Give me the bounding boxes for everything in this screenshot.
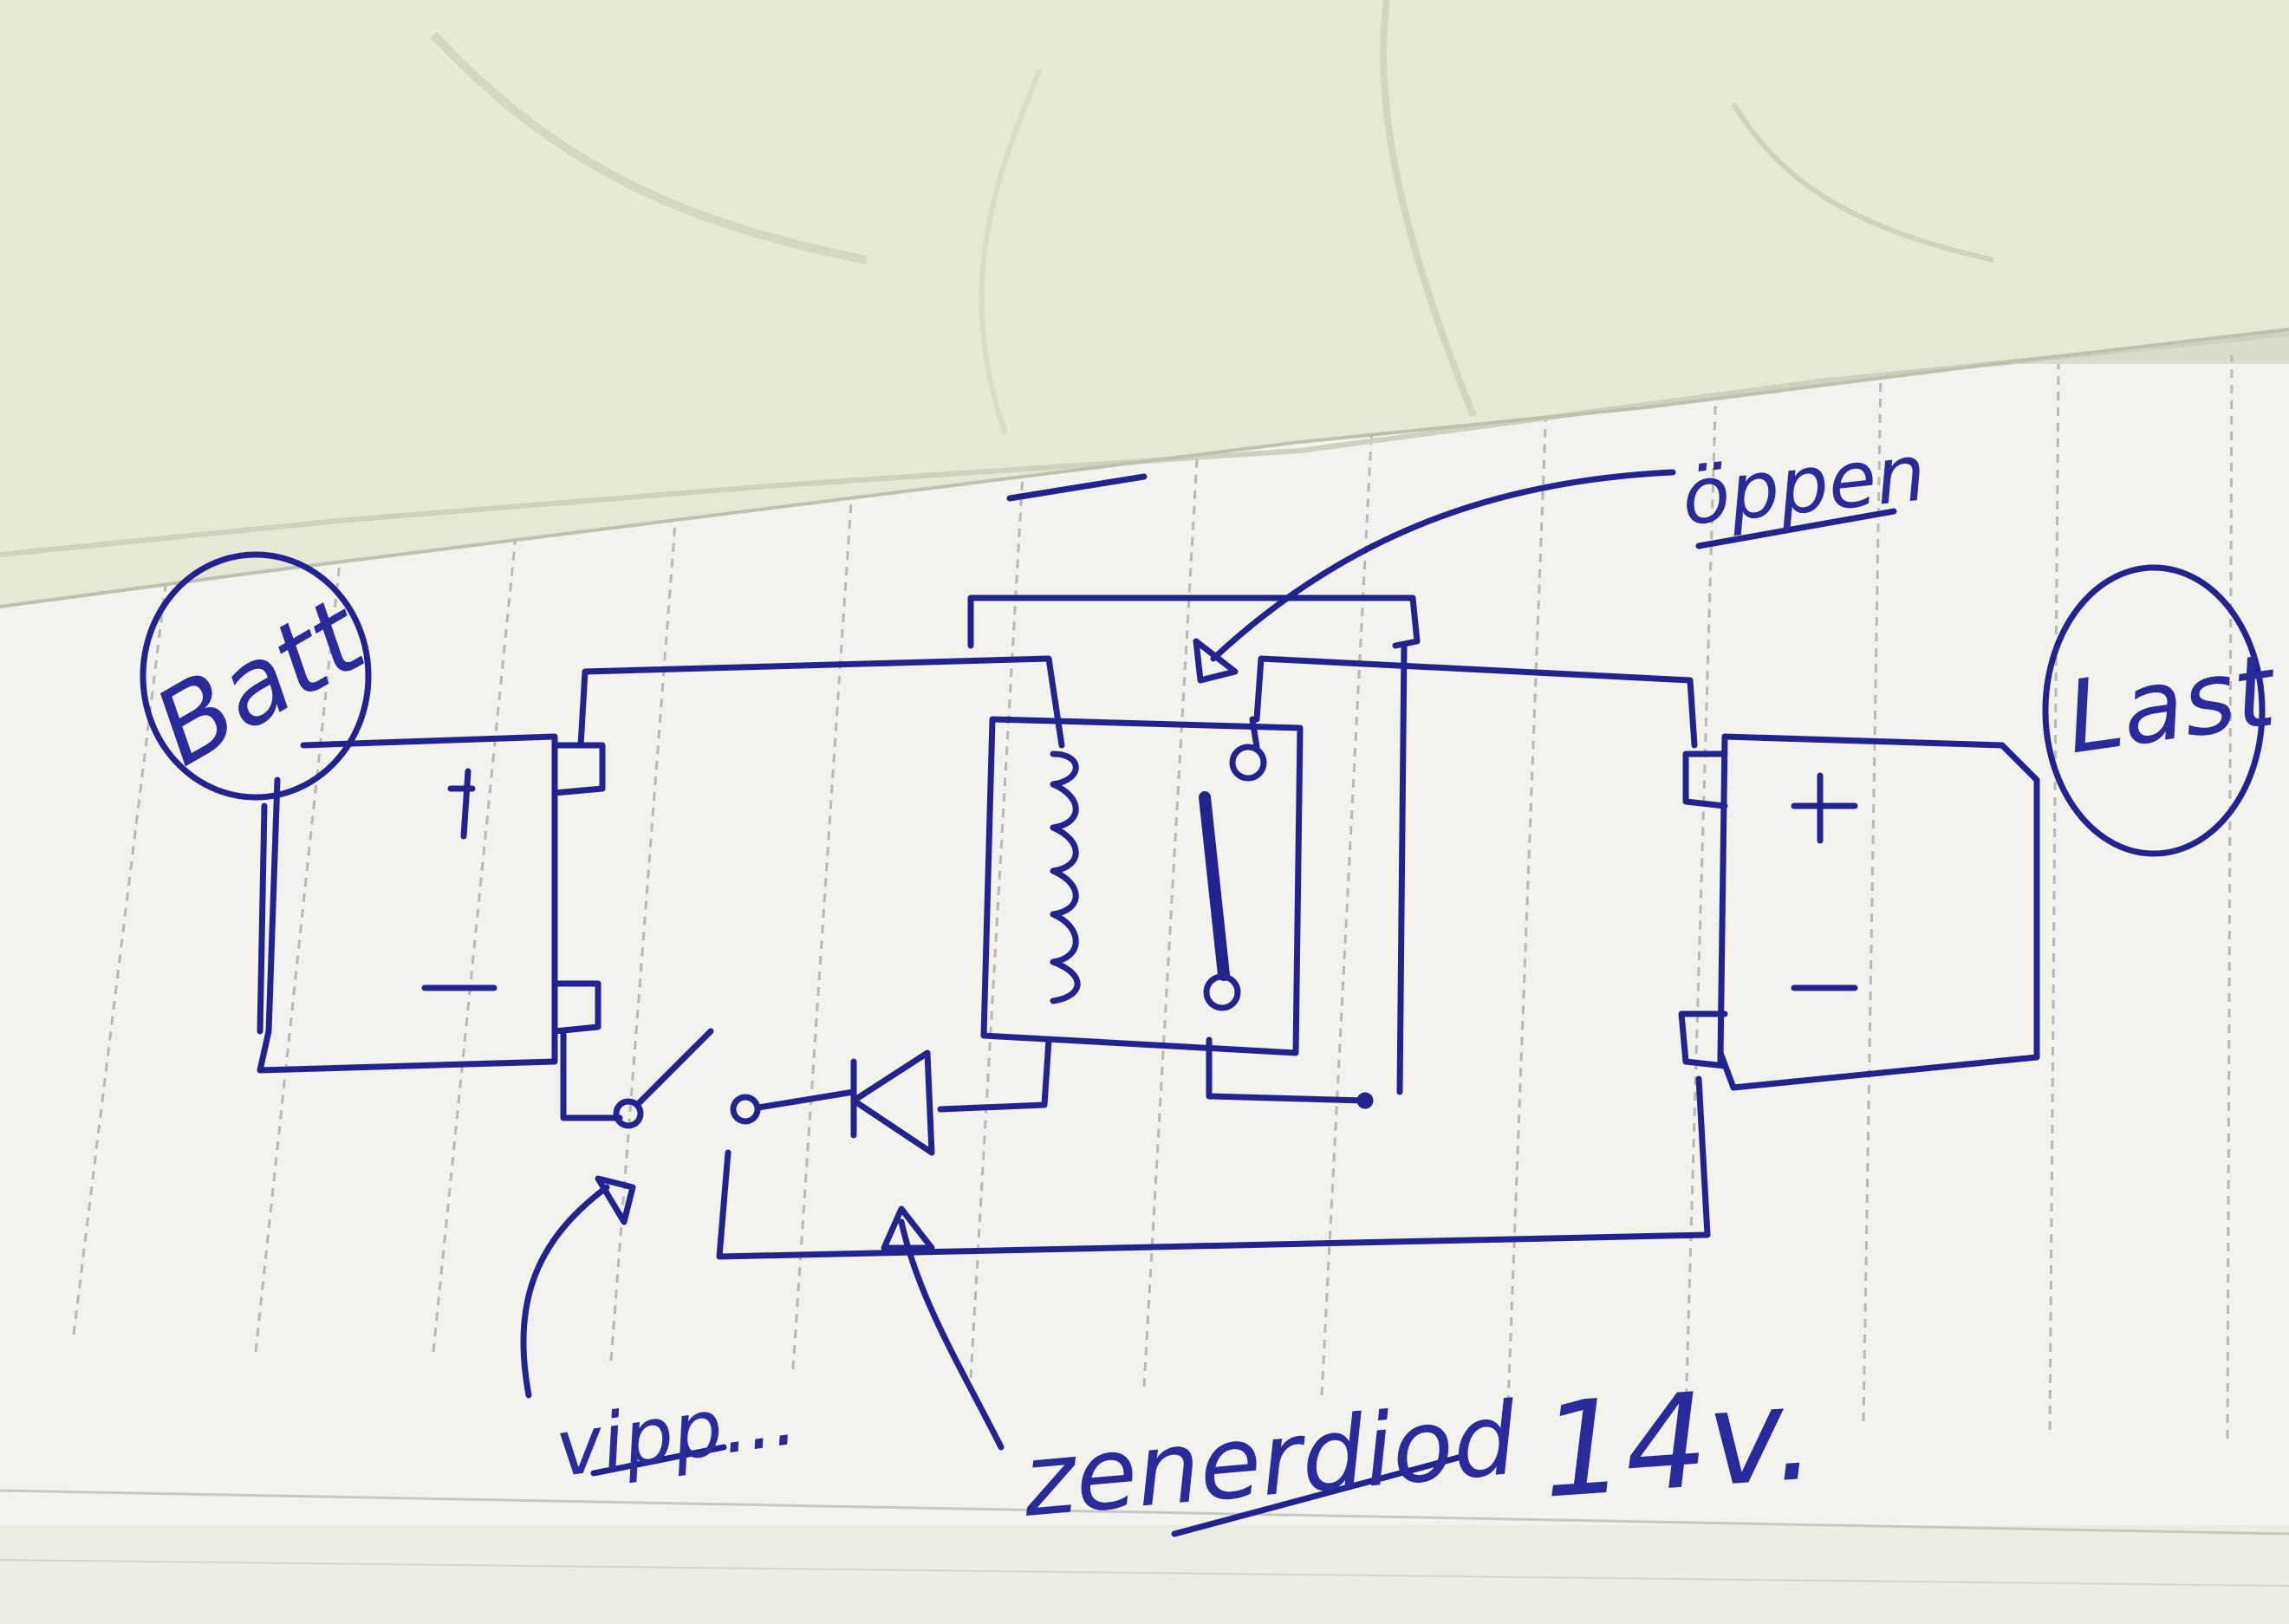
wire-diode-to-coil xyxy=(937,1036,1052,1113)
last-circle xyxy=(2042,564,2266,857)
wire-relay-to-load-plus xyxy=(1253,655,1698,749)
arrow-to-switch xyxy=(520,1175,636,1399)
relay-armature xyxy=(1199,791,1230,981)
wire-batt-minus-to-switch xyxy=(560,1028,623,1121)
switch-pivot xyxy=(613,1098,644,1129)
relay-coil xyxy=(1050,750,1081,1004)
wire-return xyxy=(716,1075,1711,1260)
notebook-paper xyxy=(0,354,2289,1624)
switch-lever xyxy=(634,1028,714,1108)
battery-right xyxy=(1678,733,2040,1091)
plus-sign-right xyxy=(1791,772,1858,844)
batt-circle xyxy=(140,551,372,801)
envelope xyxy=(0,0,2289,608)
relay-contact-top xyxy=(1229,744,1267,782)
voltage-label: 14v. xyxy=(1537,1358,1819,1528)
relay-top-bracket xyxy=(967,594,1421,649)
arrow-to-contact xyxy=(1193,469,1676,684)
wire-switch-to-diode xyxy=(755,1088,857,1111)
battery-left xyxy=(257,733,606,1074)
wire-relay-to-load-minus xyxy=(1206,1036,1369,1104)
wire-batt-plus-to-relay xyxy=(577,655,1065,749)
zener-diode xyxy=(850,1049,935,1156)
relay xyxy=(980,716,1304,1056)
circuit-drawing xyxy=(140,469,2266,1537)
plus-sign-left xyxy=(447,768,476,840)
arrow-to-diode xyxy=(881,1205,1005,1451)
